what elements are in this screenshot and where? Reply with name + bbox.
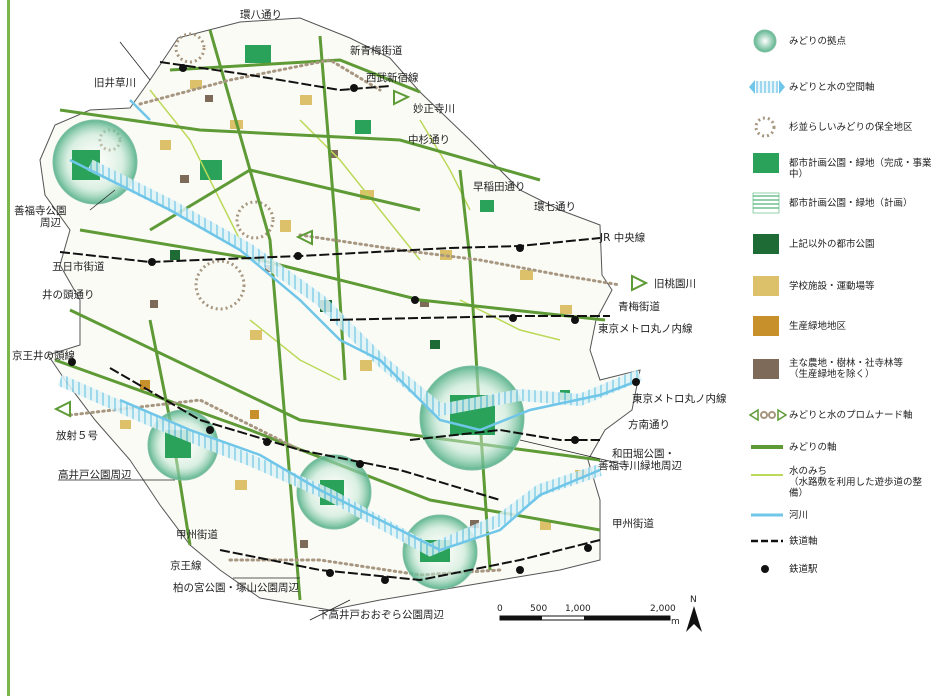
label-wadabori: 和田堀公園・善福寺川緑地周辺 <box>598 448 682 472</box>
label-itsukaichi: 五日市街道 <box>52 260 105 273</box>
label-leaders <box>58 41 627 621</box>
legend-item-school: 学校施設・運動場等 <box>745 273 935 301</box>
label-jr-chuo: JR 中央線 <box>599 231 646 244</box>
legend-label: 河川 <box>789 510 809 521</box>
scale-tick-0: 0 <box>497 604 503 614</box>
legend-item-farmland: 主な農地・樹林・社寺林等 （生産緑地を除く） <box>745 356 935 384</box>
legend-item-tree-row: 杉並らしいみどりの保全地区 <box>745 114 935 142</box>
legend-label: みどりと水の空間軸 <box>789 82 875 93</box>
legend-item-railway: 鉄道軸 <box>745 528 935 556</box>
label-takaido: 高井戸公園周辺 <box>58 468 132 481</box>
label-koshu-2: 甲州街道 <box>176 528 218 541</box>
label-marunouchi-1: 東京メトロ丸ノ内線 <box>598 322 693 335</box>
green-water-axis-icon <box>749 80 785 94</box>
station-icon <box>761 565 769 573</box>
label-shimotakaido: 下高井戸おおぞら公園周辺 <box>318 608 444 621</box>
left-frame-border <box>7 0 10 696</box>
legend-label: 生産緑地地区 <box>789 321 847 332</box>
legend-label: 学校施設・運動場等 <box>789 281 875 292</box>
label-shin-ome: 新青梅街道 <box>350 44 403 57</box>
label-nakasugi: 中杉通り <box>408 133 450 146</box>
park-planned-icon <box>752 192 780 214</box>
other-park-icon <box>753 234 779 254</box>
label-keio-inokashira: 京王井の頭線 <box>12 349 75 362</box>
railway-stations <box>68 64 640 584</box>
label-keio: 京王線 <box>170 559 202 572</box>
scale-bar: 0 500 1,000 2,000 m <box>497 604 680 627</box>
label-ome: 青梅街道 <box>618 300 660 313</box>
legend-label: 杉並らしいみどりの保全地区 <box>789 122 913 133</box>
label-inokashira-dori: 井の頭通り <box>42 288 95 301</box>
legend-item-water-path: 水のみち （水路敷を利用した遊歩道の整備） <box>745 462 935 499</box>
farmland-icon <box>753 359 779 379</box>
school-icon <box>753 276 779 296</box>
productive-green-icon <box>753 316 779 336</box>
scale-unit: m <box>671 617 680 627</box>
label-kashiwanomiya: 柏の宮公園・塚山公園周辺 <box>173 581 299 594</box>
legend-item-green-axis: みどりの軸 <box>745 434 935 462</box>
green-axis-icon <box>751 445 783 449</box>
legend-label: 上記以外の都市公園 <box>789 239 875 250</box>
legend-label: 鉄道軸 <box>789 536 818 547</box>
railway-icon <box>751 539 783 543</box>
label-kan7: 環七通り <box>534 201 576 213</box>
tree-row-icon <box>754 116 776 138</box>
scale-tick-1000: 1,000 <box>565 604 591 614</box>
label-myoshoji: 妙正寺川 <box>413 102 455 115</box>
legend-label: 水のみち （水路敷を利用した遊歩道の整備） <box>789 466 923 499</box>
green-master-plan-map: 環八通り 新青梅街道 旧井草川 西武新宿線 妙正寺川 中杉通り 善福寺公園周辺 … <box>12 9 727 632</box>
river-icon <box>751 513 783 517</box>
promenade-icon <box>748 408 787 422</box>
legend-item-productive-green: 生産緑地地区 <box>745 313 935 341</box>
legend-item-park-planned: 都市計画公園・緑地（計画） <box>745 190 935 218</box>
legend-label: みどりの軸 <box>789 442 837 453</box>
scale-tick-500: 500 <box>530 604 547 614</box>
legend-label: みどりの拠点 <box>789 36 847 47</box>
legend-item-other-park: 上記以外の都市公園 <box>745 231 935 259</box>
rivers <box>69 99 641 552</box>
park-complete-icon <box>753 153 779 173</box>
north-arrow-icon: N <box>686 595 702 632</box>
green-hub-icon <box>753 29 777 53</box>
label-kyu-igusa: 旧井草川 <box>94 76 136 89</box>
north-label: N <box>690 595 697 605</box>
water-path-icon <box>751 474 783 476</box>
legend-label: 鉄道駅 <box>789 564 818 575</box>
legend-item-green-hub: みどりの拠点 <box>745 28 935 56</box>
label-hoshaku5: 放射５号 <box>56 429 98 442</box>
legend-item-green-water-axis: みどりと水の空間軸 <box>745 74 935 102</box>
railways <box>59 61 610 582</box>
legend-label: 都市計画公園・緑地（完成・事業中） <box>789 158 932 180</box>
promenade-arrowheads <box>53 89 649 418</box>
legend-label: 主な農地・樹林・社寺林等 （生産緑地を除く） <box>789 358 904 380</box>
label-koshu-1: 甲州街道 <box>612 517 654 530</box>
label-waseda: 早稲田通り <box>473 181 526 193</box>
legend-item-station: 鉄道駅 <box>745 556 935 584</box>
legend-label: 都市計画公園・緑地（計画） <box>789 198 913 209</box>
legend-label: みどりと水のプロムナード軸 <box>789 410 913 421</box>
label-seibu-shinjuku: 西武新宿線 <box>366 71 419 84</box>
label-kyu-momozono: 旧桃園川 <box>654 277 696 290</box>
scale-tick-2000: 2,000 <box>650 604 676 614</box>
legend-item-promenade: みどりと水のプロムナード軸 <box>745 402 935 430</box>
legend-item-park-complete: 都市計画公園・緑地（完成・事業中） <box>745 150 935 180</box>
label-marunouchi-2: 東京メトロ丸ノ内線 <box>632 392 727 405</box>
label-kan8: 環八通り <box>240 9 282 21</box>
legend-item-river: 河川 <box>745 502 935 530</box>
label-zenpukuji: 善福寺公園周辺 <box>14 204 67 229</box>
label-honan: 方南通り <box>628 418 670 431</box>
